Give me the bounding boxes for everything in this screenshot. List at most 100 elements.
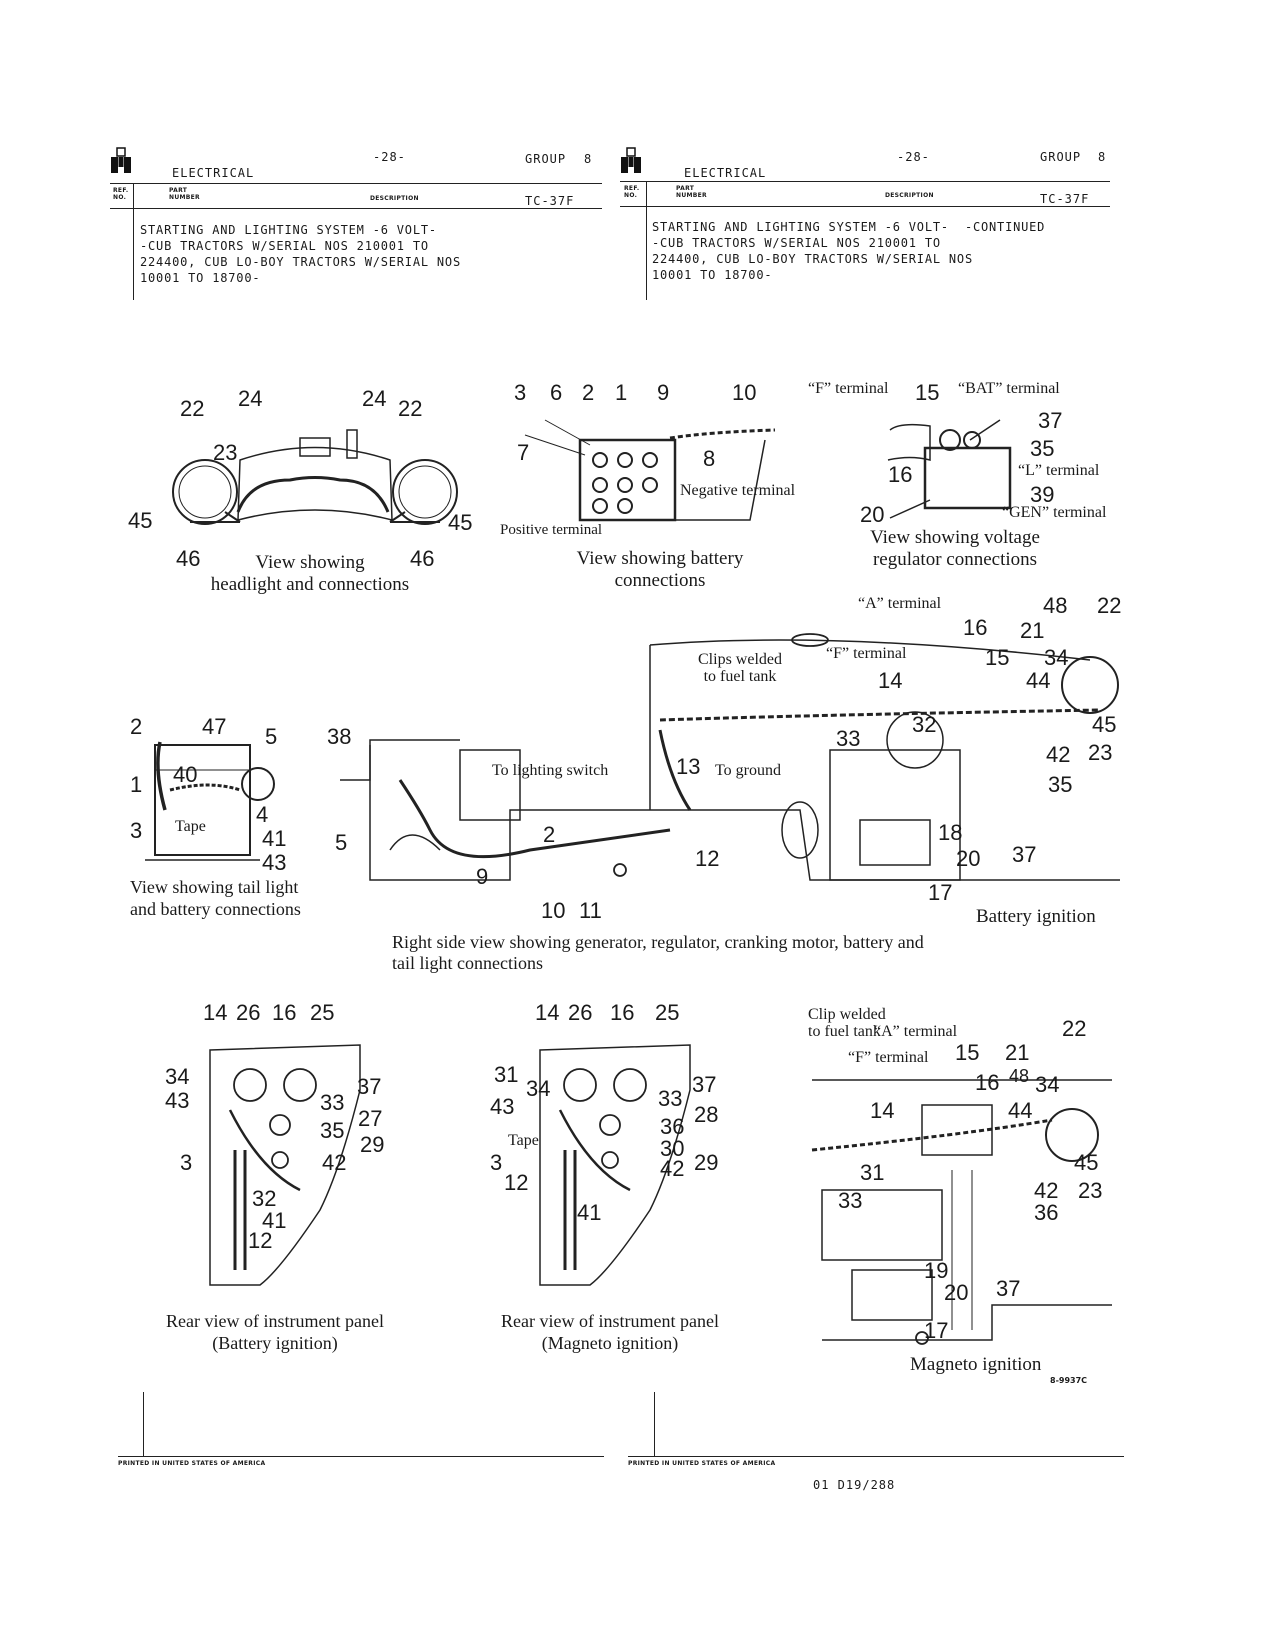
column-rule [133,184,134,300]
callout: 26 [236,1000,261,1025]
l-terminal-label: “L” terminal [1018,462,1100,479]
callout: 21 [1005,1040,1030,1065]
magneto-caption: Magneto ignition [910,1354,1042,1375]
group-number: 8 [584,152,593,166]
callout: 11 [579,898,602,923]
callout: 23 [1078,1178,1103,1203]
right-side-drawing [340,633,1120,881]
callout: 36 [660,1114,685,1139]
callout: 3 [490,1150,503,1175]
callout: 3 [514,380,527,405]
callout: 23 [1088,740,1113,765]
column-rule [646,182,647,300]
callout: 40 [173,762,198,787]
tape-label: Tape [175,818,206,835]
callout: 42 [1034,1178,1059,1203]
callout: 12 [695,846,720,871]
callout: 41 [262,1208,287,1233]
callout: 16 [963,615,988,640]
callout: 30 [660,1136,685,1161]
footer-rule [628,1456,1124,1457]
header-rule [620,181,1110,182]
f-terminal-label: “F” terminal [848,1049,929,1066]
callout: 48 [1009,1066,1030,1086]
to-ground-label: To ground [715,762,781,779]
callout: 37 [1012,842,1037,867]
clip-label: Clip welded to fuel tank [808,1006,886,1040]
taillight-caption: View showing tail light and battery conn… [130,877,301,919]
section-title: ELECTRICAL [684,166,767,180]
callout: 14 [870,1098,895,1123]
callout: 5 [265,724,278,749]
tape-label: Tape [508,1132,539,1149]
callout: 28 [694,1102,719,1127]
callout: 8 [703,446,716,471]
callout: 43 [262,850,287,875]
drawing-code: 8-9937C [1050,1376,1088,1385]
callout: 16 [975,1070,1000,1095]
callout: 3 [130,818,143,843]
callout: 17 [928,880,953,905]
printed-label: PRINTED IN UNITED STATES OF AMERICA [628,1460,776,1467]
callout: 42 [1046,742,1071,767]
callout: 1 [615,380,628,405]
headlight-drawing [172,429,458,525]
callout: 12 [504,1170,529,1195]
callout: 2 [543,822,556,847]
callout: 37 [996,1276,1021,1301]
column-rule [143,1392,144,1456]
callout: 45 [448,510,473,535]
callout: 42 [660,1156,685,1181]
callout: 44 [1026,668,1051,693]
right-side-caption: Right side view showing generator, regul… [392,932,924,973]
description-label: DESCRIPTION [370,195,419,202]
callout: 29 [360,1132,385,1157]
callout: 29 [694,1150,719,1175]
panel-magneto-drawing [539,1044,691,1286]
callout: 16 [272,1000,297,1025]
callout: 16 [610,1000,635,1025]
callout: 36 [1034,1200,1059,1225]
header-rule [110,208,602,209]
callout: 17 [924,1318,949,1343]
callout: 24 [362,386,387,411]
callout: 10 [732,380,757,405]
callout: 21 [1020,618,1045,643]
group-label: GROUP [525,152,567,166]
battery-ignition-label: Battery ignition [976,906,1096,927]
ref-label: REF.NO. [113,187,129,201]
callout: 43 [165,1088,190,1113]
callout: 37 [692,1072,717,1097]
callout: 14 [535,1000,560,1025]
callout: 2 [582,380,595,405]
taillight-drawing [145,741,275,861]
section-description: STARTING AND LIGHTING SYSTEM -6 VOLT- -C… [652,220,1046,282]
callout: 46 [176,546,201,571]
panel-battery-drawing [209,1044,361,1286]
callout: 44 [1008,1098,1033,1123]
callout: 1 [130,772,143,797]
callout: 5 [335,830,348,855]
callout: 32 [252,1186,277,1211]
to-lighting-label: To lighting switch [492,762,609,779]
callout: 16 [888,462,913,487]
callout: 33 [320,1090,345,1115]
a-terminal-label: “A” terminal [858,595,942,612]
printed-label: PRINTED IN UNITED STATES OF AMERICA [118,1460,266,1467]
callout: 15 [985,645,1010,670]
callout: 45 [1092,712,1117,737]
callout: 41 [262,826,287,851]
callout: 4 [256,802,269,827]
callout: 35 [320,1118,345,1143]
callout: 22 [1062,1016,1087,1041]
callout: 14 [878,668,903,693]
callout: 20 [860,502,885,527]
callout: 38 [327,724,352,749]
callout: 37 [1038,408,1063,433]
callout: 22 [180,396,205,421]
bat-terminal-label: “BAT” terminal [958,380,1060,397]
callout: 41 [577,1200,602,1225]
callout: 37 [357,1074,382,1099]
headlight-caption: View showing headlight and connections [210,552,410,595]
